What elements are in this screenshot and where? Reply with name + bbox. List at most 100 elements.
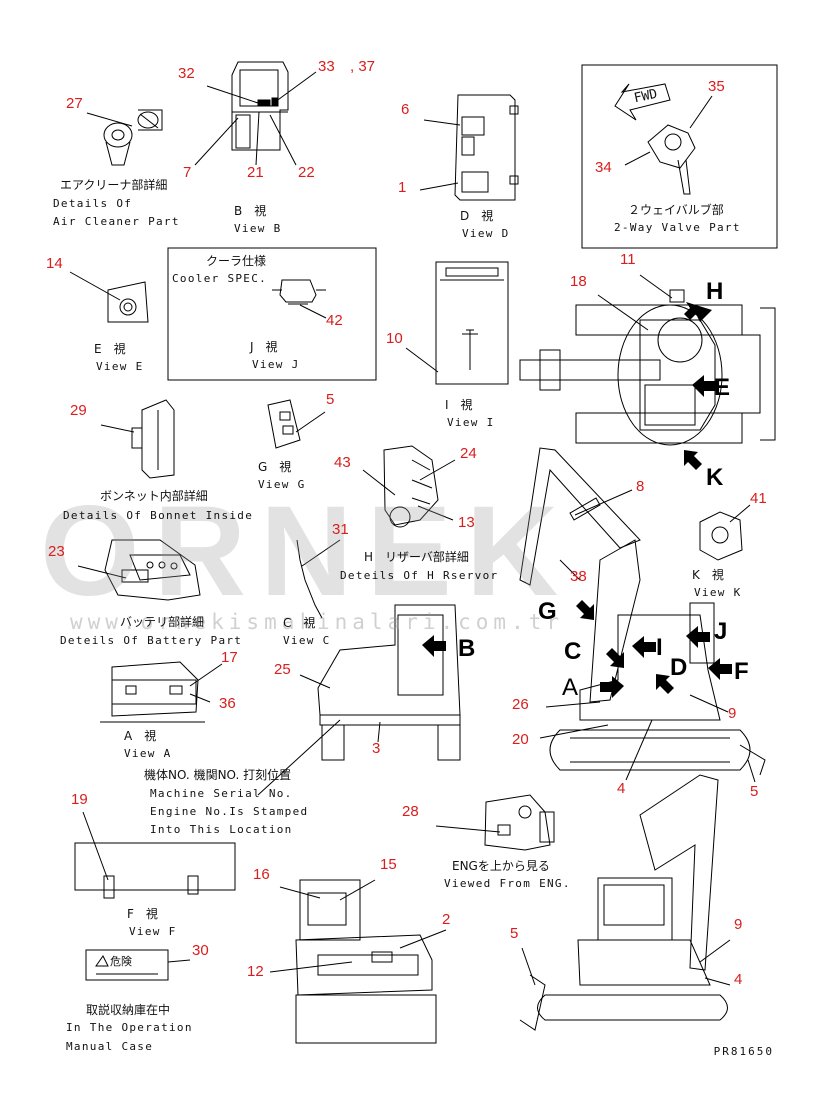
view-d-caption-ja: D 視 [460,209,494,223]
manual-caption-ja: 取説収納庫在中 [86,1003,171,1017]
marker-f: F [734,658,749,685]
callout-5-front: 5 [510,925,519,942]
callout-3: 3 [372,740,381,757]
manual-caption-en1: In The Operation [66,1021,193,1034]
manual-caption-en2: Manual Case [66,1040,154,1053]
arrow-e-icon [692,375,716,397]
view-e-caption-en: View E [96,360,144,373]
marker-a: A [562,674,579,701]
callout-37: , 37 [350,58,376,75]
callout-22: 22 [298,164,315,181]
callout-13: 13 [458,514,475,531]
view-k-caption-en: View K [694,586,742,599]
dipstick-drawing [296,539,341,619]
from-eng-caption-en: Viewed From ENG. [444,877,571,890]
cooler-spec-drawing [167,247,377,381]
callout-41: 41 [750,490,767,507]
callout-32: 32 [178,65,195,82]
view-f-caption-en: View F [129,925,177,938]
callout-36: 36 [219,695,236,712]
callout-1: 1 [398,179,407,196]
view-i-caption-en: View I [447,416,495,429]
marker-c: C [564,638,582,665]
cooler-caption-en: Cooler SPEC. [172,272,268,285]
callout-7: 7 [183,164,192,181]
view-j-caption-en: View J [252,358,300,371]
view-g-caption-en: View G [258,478,306,491]
marker-j: J [714,618,728,645]
watermark-url: www.ornekismakinalari.com.tr [70,610,565,634]
callout-23: 23 [48,543,65,560]
view-i-caption-ja: I 視 [445,398,473,412]
callout-24: 24 [460,445,477,462]
callout-25: 25 [274,661,291,678]
front-machine-drawing [519,774,731,1031]
callout-42: 42 [326,312,343,329]
air-cleaner-drawing [86,109,163,166]
arrow-a-icon [600,676,624,698]
callout-17: 17 [221,649,238,666]
callout-9-front: 9 [734,916,743,933]
callout-35: 35 [708,78,725,95]
view-k-drawing [699,504,751,561]
view-b-caption-ja: B 視 [234,204,267,218]
view-j-caption-ja: J 視 [250,340,278,354]
callout-15: 15 [380,856,397,873]
marker-d: D [670,654,688,681]
two-way-valve-drawing [581,64,778,249]
callout-29: 29 [70,402,87,419]
view-a-drawing [100,661,223,723]
arrow-c-icon [606,648,624,668]
arrow-k-icon [684,450,702,470]
view-e-drawing [69,271,149,323]
watermark-brand: ORNEK [40,480,573,623]
callout-18: 18 [570,273,587,290]
marker-e: E [714,374,731,401]
callout-10: 10 [386,330,403,347]
view-b-caption-en: View B [234,222,282,235]
arrow-d-icon [656,674,674,694]
danger-label-drawing [85,949,191,981]
two-way-valve-caption-en: 2-Way Valve Part [614,221,741,234]
bonnet-caption-en: Details Of Bonnet Inside [63,509,254,522]
view-f-caption-ja: F 視 [127,907,158,921]
callout-16: 16 [253,866,270,883]
marker-b: B [458,635,476,662]
serial-caption-ja: 機体NO. 機関NO. 打刻位置 [144,768,292,782]
callout-26: 26 [512,696,529,713]
callout-20: 20 [512,731,529,748]
reservoir-caption-ja: H リザーバ部詳細 [364,550,469,564]
marker-g: G [538,598,557,625]
serial-caption-en2: Engine No.Is Stamped [150,805,309,818]
view-c-drawing [257,604,461,796]
callout-4-front: 4 [734,971,743,988]
callout-30: 30 [192,942,209,959]
two-way-valve-caption-ja: ２ウェイバルブ部 [628,203,724,217]
view-d-caption-en: View D [462,227,510,240]
view-g-drawing [267,399,326,449]
air-cleaner-caption-en2: Air Cleaner Part [53,215,180,228]
callout-28: 28 [402,803,419,820]
serial-caption-en1: Machine Serial No. [150,787,293,800]
arrow-h-icon [684,302,712,322]
callout-5-side: 5 [750,783,759,800]
cooler-caption-ja: クーラ仕様 [206,254,267,268]
callout-14: 14 [46,255,63,272]
callout-9-side: 9 [728,705,737,722]
serial-caption-en3: Into This Location [150,823,293,836]
from-eng-caption-ja: ENGを上から見る [452,859,550,873]
bonnet-drawing [100,399,175,479]
view-a-caption-en: View A [124,747,172,760]
callout-19: 19 [71,791,88,808]
view-g-caption-ja: G 視 [258,460,292,474]
marker-h: H [706,278,724,305]
callout-34: 34 [595,159,612,176]
battery-drawing [77,539,201,601]
arrow-i-icon [632,636,656,658]
marker-k: K [706,464,724,491]
arrow-f-icon [708,658,732,680]
callout-31: 31 [332,521,349,538]
callout-21: 21 [247,164,264,181]
